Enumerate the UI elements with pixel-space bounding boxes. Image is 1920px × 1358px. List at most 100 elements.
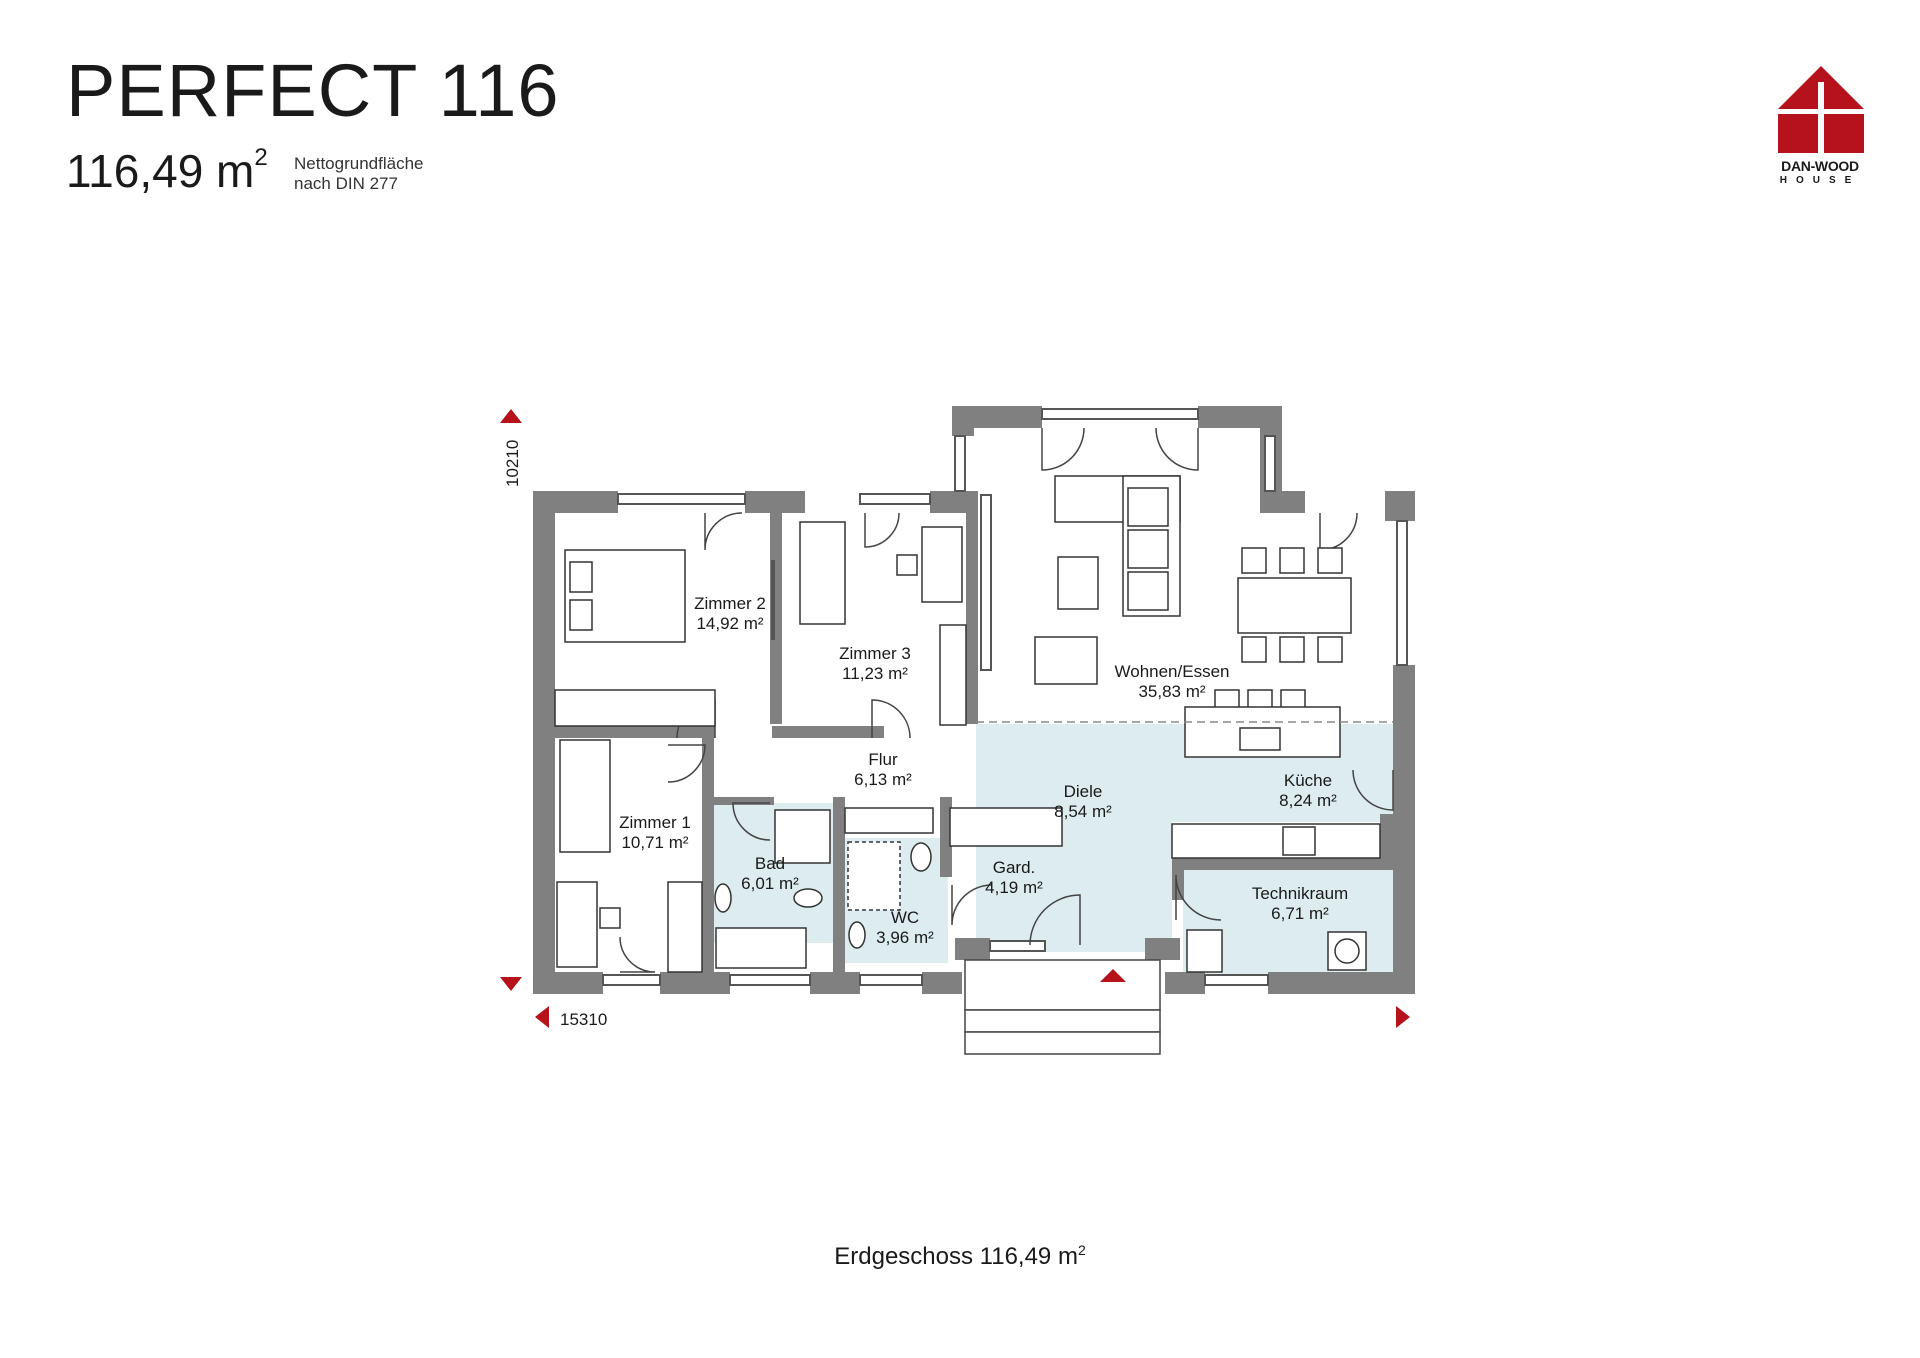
exterior-walls	[533, 406, 1415, 994]
dim-depth-top-arrow-icon	[500, 409, 522, 423]
floor-caption: Erdgeschoss 116,49 m2	[0, 1242, 1920, 1271]
wall-bottom-mid3	[922, 972, 962, 994]
area-note: Nettogrundfläche nach DIN 277	[294, 154, 423, 194]
entry-steps	[964, 959, 1161, 1055]
room-area-gard: 4,19 m²	[985, 878, 1043, 897]
windows	[602, 408, 1408, 986]
door-terrace-right	[1155, 427, 1199, 471]
wall-bath-wc	[833, 797, 845, 972]
room-name-zimmer-3: Zimmer 3	[839, 644, 911, 663]
door-z3	[864, 512, 900, 548]
room-name-zimmer-2: Zimmer 2	[694, 594, 766, 613]
wc-sink	[848, 921, 866, 949]
room-area-diele: 8,54 m²	[1054, 802, 1112, 821]
bar-stool-1	[1214, 689, 1240, 709]
shower	[774, 809, 831, 864]
room-name-zimmer-1: Zimmer 1	[619, 813, 691, 832]
wall-technik-top	[1172, 858, 1393, 870]
wall-bay-left-v	[952, 406, 974, 436]
dining-chair-3	[1317, 547, 1343, 574]
wall-wc-gard	[940, 797, 952, 877]
step-2	[964, 1031, 1161, 1055]
dining-chair-4	[1241, 636, 1267, 663]
window-entry-left	[989, 940, 1046, 952]
entrance-arrow-icon	[1100, 969, 1126, 982]
door-technik	[1175, 874, 1222, 921]
dining-chair-6	[1317, 636, 1343, 663]
window-bay-right	[1264, 435, 1276, 492]
dining-chair-1	[1241, 547, 1267, 574]
house-cross-logo-icon	[1778, 66, 1864, 153]
desk-z1	[556, 881, 598, 968]
wall-z2-bottom-a	[555, 726, 715, 738]
door-z1-out	[619, 936, 656, 973]
dining-chair-2	[1279, 547, 1305, 574]
wall-bath-top	[714, 797, 774, 805]
room-area-wohnen-essen: 35,83 m²	[1138, 682, 1205, 701]
area-note-line2: nach DIN 277	[294, 174, 398, 193]
dim-depth-bottom-arrow-icon	[500, 977, 522, 991]
room-area-wc: 3,96 m²	[876, 928, 934, 947]
wardrobe-z1	[667, 881, 703, 973]
room-name-wohnen-essen: Wohnen/Essen	[1115, 662, 1230, 681]
area-note-line1: Nettogrundfläche	[294, 154, 424, 173]
wall-bottom-right1	[1165, 972, 1205, 994]
net-floor-area-value: 116,49 m	[66, 145, 255, 197]
floor-caption-exponent: 2	[1077, 1242, 1086, 1258]
step-1	[964, 1009, 1161, 1033]
room-area-kueche: 8,24 m²	[1279, 791, 1337, 810]
logo-name: DAN-WOOD	[1781, 158, 1859, 174]
room-area-zimmer-1: 10,71 m²	[621, 833, 688, 852]
washing-machine-drum	[1334, 938, 1360, 964]
window-bath-bottom	[729, 974, 811, 986]
wardrobe-z3	[939, 624, 967, 726]
wardrobe-z2	[554, 689, 716, 727]
window-z2-top	[617, 493, 746, 505]
chair-z3	[896, 554, 918, 576]
wall-bottom-mid2	[810, 972, 860, 994]
bar-stool-2	[1247, 689, 1273, 709]
cooktop	[1282, 826, 1316, 856]
wall-bottom-left	[533, 972, 603, 994]
gard-cabinet-1	[844, 807, 934, 834]
floor-caption-label: Erdgeschoss 116,49 m	[834, 1243, 1078, 1270]
sliding-door-rail	[980, 494, 992, 671]
technik-box	[1186, 929, 1223, 973]
wall-bay-top-left	[952, 406, 1042, 428]
bathtub	[715, 927, 807, 969]
bed-pillow-2	[569, 599, 593, 631]
window-z3-top	[859, 493, 931, 505]
armchair	[1034, 636, 1098, 685]
room-area-bad: 6,01 m²	[741, 874, 799, 893]
room-name-kueche: Küche	[1284, 771, 1332, 790]
window-bay-left	[954, 435, 966, 492]
room-name-flur: Flur	[868, 750, 898, 769]
window-technik-bottom	[1204, 974, 1269, 986]
dining-chair-5	[1279, 636, 1305, 663]
wall-bottom-entry-left	[955, 938, 990, 960]
logo-subtitle: HOUSE	[1779, 175, 1861, 186]
door-terrace-left	[1041, 427, 1085, 471]
wall-bottom-entry-right	[1145, 938, 1180, 960]
wc-toilet	[910, 842, 932, 872]
room-name-wc: WC	[891, 908, 919, 927]
dim-width-right-arrow-icon	[1396, 1006, 1410, 1028]
room-name-technikraum: Technikraum	[1252, 884, 1348, 903]
door-z3-flur	[871, 699, 911, 739]
window-wc-bottom	[859, 974, 923, 986]
furniture	[554, 475, 1381, 973]
wall-top-left	[533, 491, 618, 513]
wall-kitchen-right	[1380, 814, 1393, 858]
kitchen-counter	[1171, 823, 1381, 859]
wall-right-lower	[1393, 665, 1415, 994]
chair-z1	[599, 907, 621, 929]
wall-bay-right-v2	[1260, 406, 1282, 436]
cushion-2	[1127, 529, 1169, 569]
room-area-zimmer-3: 11,23 m²	[842, 664, 908, 683]
door-living-right	[1319, 512, 1358, 551]
room-name-diele: Diele	[1064, 782, 1103, 801]
interior-walls	[555, 491, 1393, 972]
wall-right-top-corner	[1385, 491, 1415, 521]
room-name-gard: Gard.	[993, 858, 1036, 877]
